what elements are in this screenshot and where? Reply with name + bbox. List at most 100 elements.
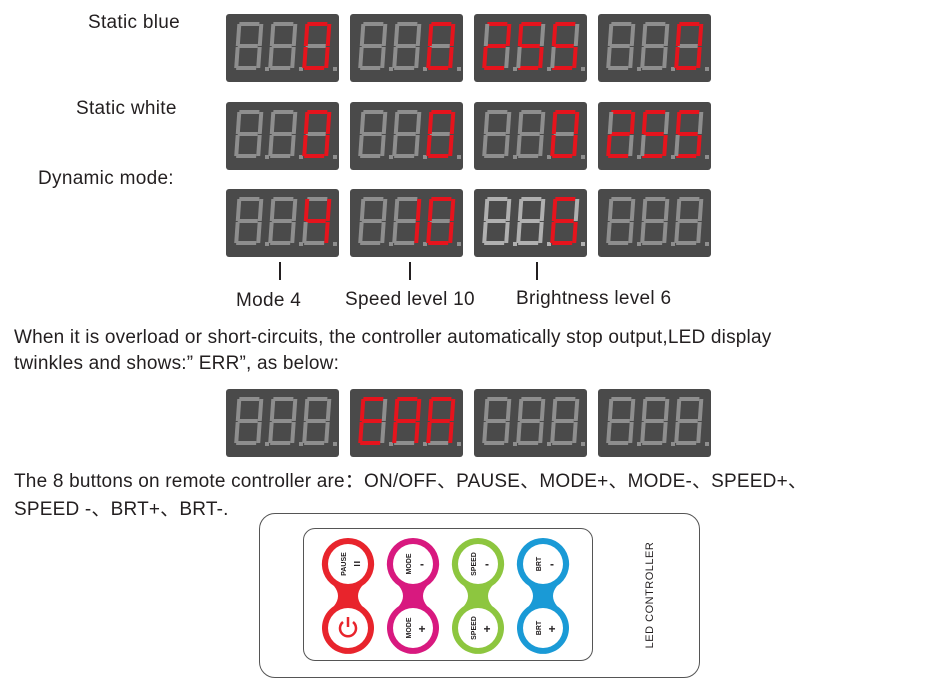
remote-button-pair-1[interactable]: PAUSE= (321, 537, 375, 654)
segment-g (519, 419, 540, 423)
segment-d (552, 441, 573, 445)
segment-d (608, 241, 629, 245)
segment-c (538, 135, 544, 156)
segment-e (234, 47, 240, 68)
button-label: MODE (406, 617, 413, 638)
segment-e (234, 135, 240, 156)
segment-e (358, 135, 364, 156)
segment-d (518, 154, 539, 158)
button-bottom-face[interactable] (393, 608, 433, 648)
segment-b (697, 199, 704, 221)
segment-c (256, 222, 262, 243)
annotation-tick-speed (409, 262, 411, 280)
segment-c (572, 222, 578, 243)
button-sign: - (485, 557, 489, 571)
segment-g (361, 419, 382, 423)
display-dynamic-3 (474, 189, 587, 257)
display-error-3 (474, 389, 587, 457)
segment-f (551, 112, 558, 134)
segment-c (662, 135, 668, 156)
segment-g (485, 219, 506, 223)
segment-g (271, 419, 292, 423)
remote-button-pair-3[interactable]: SPEED-SPEED+ (451, 537, 505, 654)
segment-f (607, 24, 614, 46)
remote-button-pair-2[interactable]: MODE-MODE+ (386, 537, 440, 654)
segment-d (360, 154, 381, 158)
segment-d (676, 66, 697, 70)
segment-e (268, 47, 274, 68)
segment-g (305, 44, 326, 48)
display-white-4 (598, 102, 711, 170)
segment-b (539, 399, 546, 421)
segment-e (268, 135, 274, 156)
segment-c (696, 422, 702, 443)
segment-g (429, 132, 450, 136)
display-dynamic-4 (598, 189, 711, 257)
paragraph-overload-line-2: twinkles and shows:” ERR”, as below: (14, 353, 340, 374)
button-top-face[interactable] (458, 544, 498, 584)
paragraph-buttons-line-2: SPEED -、BRT+、BRT-. (14, 499, 229, 520)
segment-b (697, 399, 704, 421)
button-bottom-face[interactable] (523, 608, 563, 648)
segment-d (484, 154, 505, 158)
segment-c (414, 222, 420, 243)
segment-a (487, 397, 508, 401)
segment-c (290, 47, 296, 68)
segment-g (609, 44, 630, 48)
segment-g (395, 132, 416, 136)
segment-b (663, 24, 670, 46)
button-top-face[interactable] (328, 544, 368, 584)
segment-g (485, 132, 506, 136)
segment-d (642, 154, 663, 158)
segment-a (273, 22, 294, 26)
segment-f (427, 399, 434, 421)
button-label: BRT (536, 620, 543, 635)
segment-g (643, 219, 664, 223)
button-bottom-face[interactable] (328, 608, 368, 648)
segment-b (573, 112, 580, 134)
segment-f (235, 399, 242, 421)
segment-d (360, 441, 381, 445)
segment-a (397, 397, 418, 401)
decimal-point (513, 442, 517, 446)
decimal-point (457, 67, 461, 71)
decimal-point (671, 242, 675, 246)
decimal-point (389, 242, 393, 246)
button-top-face[interactable] (393, 544, 433, 584)
decimal-point (265, 442, 269, 446)
segment-c (572, 135, 578, 156)
segment-f (427, 24, 434, 46)
segment-d (608, 441, 629, 445)
segment-d (394, 154, 415, 158)
segment-f (303, 199, 310, 221)
segment-d (676, 441, 697, 445)
segment-g (677, 132, 698, 136)
display-error-4 (598, 389, 711, 457)
button-sign: - (420, 557, 424, 571)
remote-button-pair-4[interactable]: BRT-BRT+ (516, 537, 570, 654)
segment-e (640, 422, 646, 443)
segment-a (397, 22, 418, 26)
segment-a (363, 22, 384, 26)
button-sign: = (353, 557, 360, 571)
button-sign: + (483, 622, 490, 636)
segment-b (325, 399, 332, 421)
segment-g (361, 132, 382, 136)
display-white-3 (474, 102, 587, 170)
segment-b (325, 112, 332, 134)
segment-d (270, 241, 291, 245)
segment-f (517, 24, 524, 46)
remote-title: LED CONTROLLER (644, 541, 656, 649)
segment-d (518, 241, 539, 245)
decimal-point (547, 242, 551, 246)
segment-c (290, 422, 296, 443)
decimal-point (423, 155, 427, 159)
segment-e (268, 222, 274, 243)
button-top-face[interactable] (523, 544, 563, 584)
button-bottom-face[interactable] (458, 608, 498, 648)
segment-f (641, 399, 648, 421)
segment-b (539, 112, 546, 134)
segment-c (696, 222, 702, 243)
segment-d (236, 154, 257, 158)
decimal-point (333, 67, 337, 71)
